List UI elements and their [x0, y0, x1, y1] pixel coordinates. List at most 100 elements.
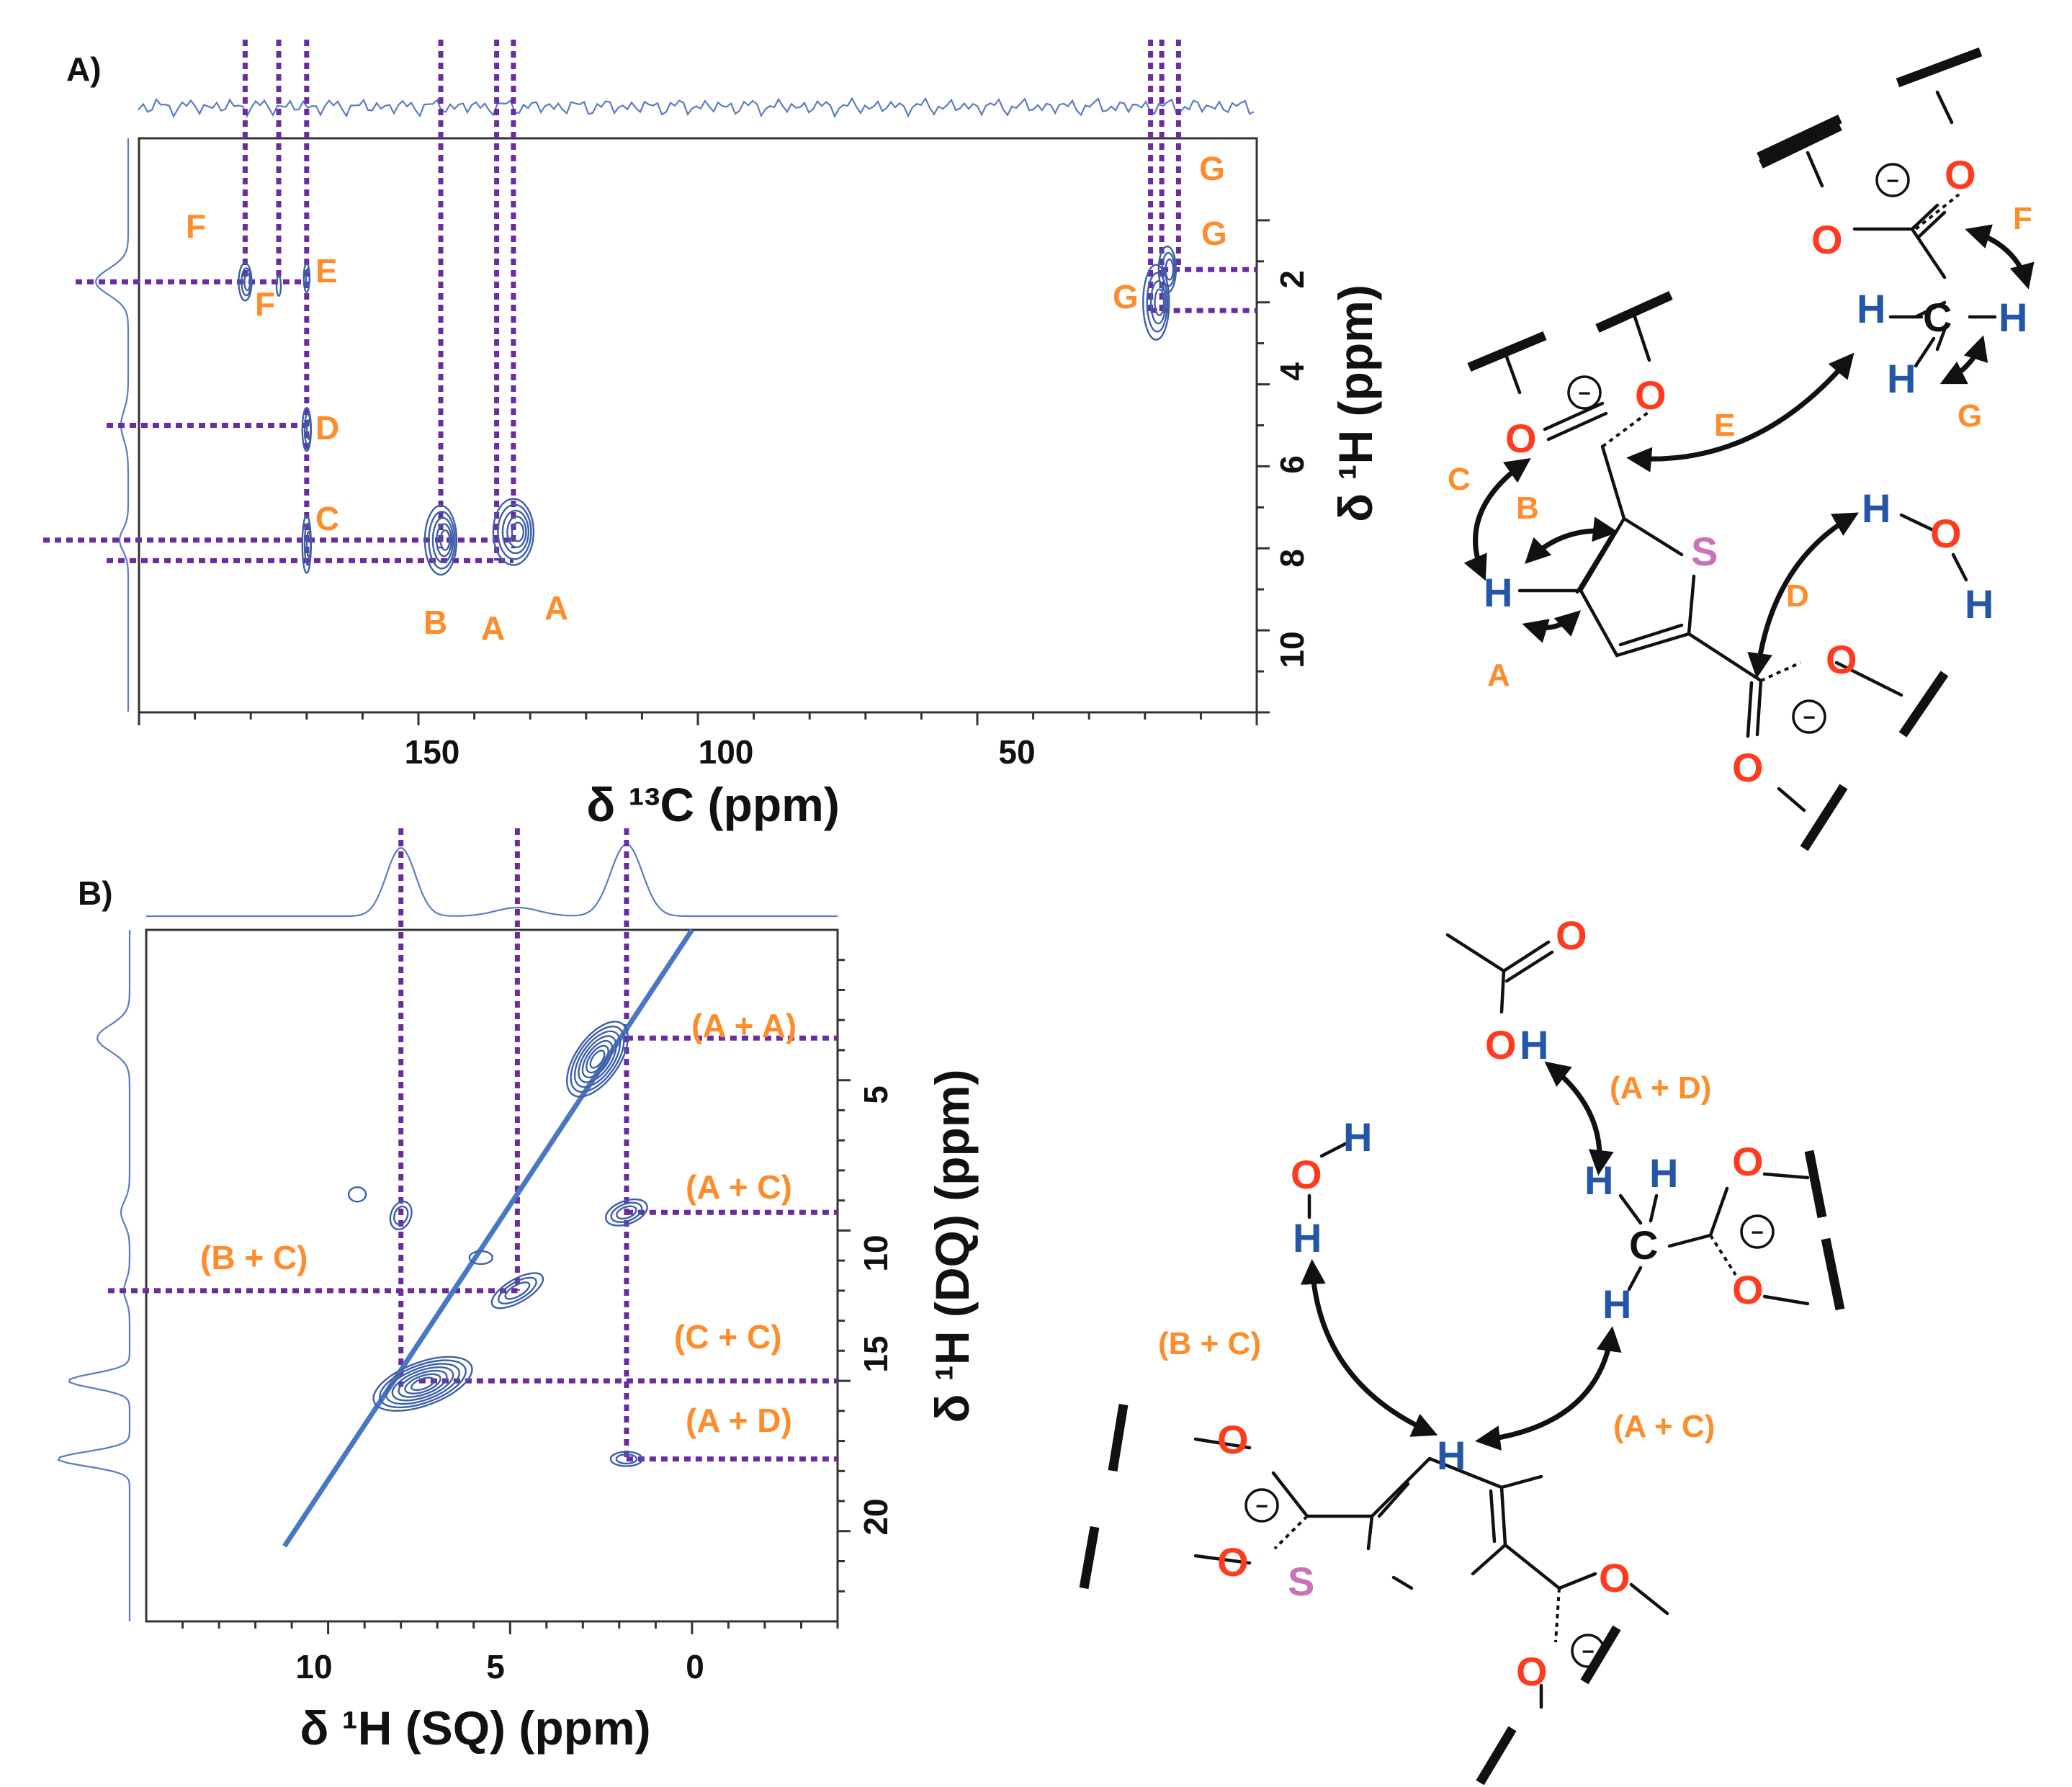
atom-h: H	[1887, 356, 1916, 401]
metal-bar	[1759, 122, 1842, 169]
metal-bar	[1898, 671, 1949, 738]
b-contour-level	[604, 1198, 648, 1227]
b-contour-level	[609, 1451, 644, 1467]
b-contour-level	[372, 1356, 473, 1412]
panel-b-label: B)	[78, 874, 113, 912]
minus-sign: −	[1803, 706, 1816, 730]
correlation-arrow	[1626, 352, 1855, 472]
atom-o: O	[1826, 637, 1857, 682]
atom-h: H	[1649, 1150, 1678, 1196]
b-contour-level	[497, 1276, 537, 1305]
peak-label-c: C	[315, 500, 339, 537]
scheme-b-structure: − − − O O O O O O	[1079, 913, 1845, 1786]
arrow-label: E	[1714, 408, 1735, 443]
atom-h: H	[1484, 570, 1512, 615]
atom-s: S	[1691, 529, 1718, 574]
b-contour-level	[610, 1201, 643, 1223]
b-ytick-label: 5	[857, 1085, 894, 1104]
a-contour-level	[497, 503, 532, 560]
a-contour-level	[511, 521, 525, 542]
correlation-arrow	[1463, 457, 1531, 581]
arrow-label: F	[2013, 201, 2032, 236]
atom-c: C	[1629, 1222, 1658, 1268]
atom-o: O	[1945, 152, 1976, 197]
atom-o: O	[1811, 217, 1843, 262]
correlation-arrow	[1522, 610, 1582, 643]
peak-label-g: G	[1199, 150, 1225, 187]
b-contour-level	[389, 1200, 413, 1231]
b-contour-level	[404, 1373, 441, 1394]
arrow-label: A	[1487, 658, 1510, 693]
minus-sign: −	[1886, 169, 1899, 193]
arrow-label: C	[1448, 462, 1471, 497]
b-xtick-label: 0	[686, 1648, 704, 1685]
arrow-label: D	[1786, 578, 1809, 614]
metal-bar	[1476, 1726, 1517, 1786]
b-contour-level	[504, 1281, 531, 1300]
atom-h: H	[1437, 1433, 1466, 1478]
pair-label-a-c: (A + C)	[686, 1168, 792, 1206]
minus-sign: −	[1751, 1221, 1764, 1245]
a-contour-level	[423, 504, 458, 576]
atom-c: C	[1923, 295, 1952, 340]
arrow-label: G	[1957, 398, 1982, 434]
minus-sign: −	[1255, 1495, 1268, 1518]
a-ytick-label: 8	[1273, 549, 1311, 568]
b-contour-level	[586, 1044, 609, 1074]
a-contour-level	[243, 272, 251, 292]
pair-label-a-a: (A + A)	[691, 1007, 797, 1044]
panel-a-y-title: δ ¹H (ppm)	[1329, 285, 1382, 522]
a-contour-level	[1146, 272, 1169, 333]
b-contour-level	[468, 1250, 493, 1266]
peak-label-a: A	[481, 609, 505, 647]
a-contour-level	[439, 529, 451, 551]
atom-o: O	[1732, 745, 1764, 790]
correlation-arrow	[1939, 335, 1988, 385]
atom-o: O	[1217, 1417, 1249, 1462]
pair-label-b-c: (B + C)	[200, 1239, 308, 1276]
panel-a-y-axis: 2 4 6 8 10	[1257, 219, 1311, 714]
b-contour-level	[578, 1035, 617, 1083]
atom-h: H	[1965, 581, 1993, 627]
b-contour-level	[490, 1272, 544, 1309]
atom-h: H	[1999, 295, 2027, 340]
correlation-arrow	[1300, 1259, 1438, 1437]
arrow-label: (A + C)	[1613, 1409, 1715, 1444]
b-contour-level	[615, 1453, 638, 1465]
a-contour-level	[431, 516, 454, 563]
pair-label-c-c: (C + C)	[674, 1318, 782, 1356]
panel-b-x-axis: 10 5 0	[181, 1621, 839, 1685]
minus-sign: −	[1582, 1640, 1595, 1664]
atom-o: O	[1930, 511, 1962, 556]
a-xtick-label: 100	[699, 733, 754, 771]
b-xtick-label: 10	[295, 1648, 332, 1685]
a-contour-level	[305, 418, 312, 440]
a-ytick-label: 2	[1273, 270, 1311, 289]
panel-b-x-title: δ ¹H (SQ) (ppm)	[300, 1701, 650, 1755]
b-contour-level	[573, 1030, 622, 1088]
a-ytick-label: 6	[1273, 455, 1311, 474]
panel-a-x-axis: 150 100 50	[138, 712, 1258, 771]
b-contour-level	[566, 1021, 629, 1098]
b-contour-level	[379, 1359, 467, 1409]
arrow-label: B	[1516, 491, 1539, 526]
b-contour-level	[391, 1366, 454, 1402]
peak-label-a: A	[544, 589, 568, 627]
b-contour-level	[347, 1186, 367, 1203]
a-contour-level	[1149, 280, 1167, 325]
b-ytick-label: 10	[857, 1235, 894, 1271]
panel-a-guide-lines	[43, 40, 1257, 563]
peak-label-d: D	[315, 409, 339, 447]
a-ytick-label: 10	[1273, 631, 1311, 668]
a-contour-level	[506, 515, 527, 549]
atom-h: H	[1293, 1215, 1322, 1260]
correlation-arrow	[1544, 1061, 1614, 1175]
atom-s: S	[1288, 1559, 1314, 1604]
metal-bar	[1467, 331, 1547, 372]
a-xtick-label: 50	[998, 733, 1035, 771]
a-contour-level	[501, 509, 530, 555]
a-contour-level	[275, 274, 282, 297]
a-contour-level	[1161, 251, 1176, 287]
atom-h: H	[1602, 1281, 1631, 1327]
